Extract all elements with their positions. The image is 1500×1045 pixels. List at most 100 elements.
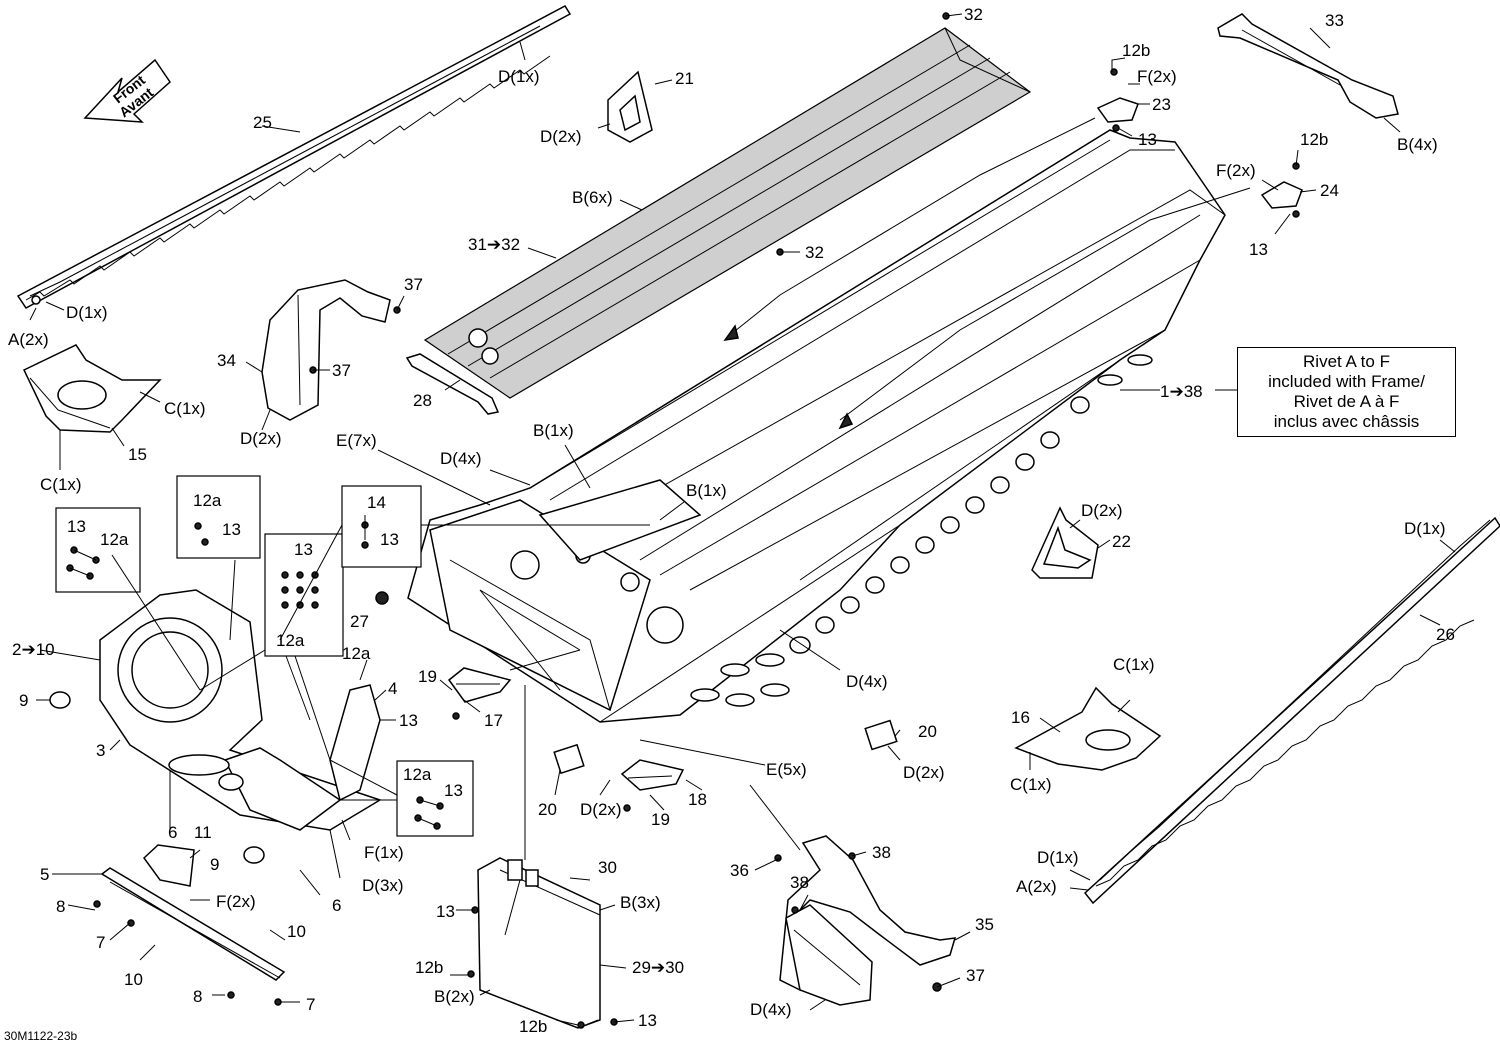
- callout-B6x: B(6x): [572, 188, 613, 207]
- callout-3: 3: [96, 741, 105, 760]
- inset-box-12a-13-a: [55, 507, 141, 593]
- callout-B1x-mid: B(1x): [686, 481, 727, 500]
- callout-12a-box-d: 12a: [403, 765, 432, 784]
- callout-F2x-top: F(2x): [1137, 67, 1177, 86]
- callout-20-right: 20: [918, 722, 937, 741]
- rail-5: [100, 867, 286, 981]
- callout-F1x: F(1x): [364, 843, 404, 862]
- callout-B4x: B(4x): [1397, 135, 1438, 154]
- callout-37-bottom: 37: [966, 966, 985, 985]
- plate-20-left: [553, 743, 585, 775]
- callout-35: 35: [975, 915, 994, 934]
- callout-12b-hx: 12b: [415, 958, 443, 977]
- callout-D1x-top: D(1x): [498, 67, 540, 86]
- callout-30: 30: [598, 858, 617, 877]
- callout-10-left: 10: [124, 970, 143, 989]
- callout-1-38: 1➔38: [1160, 382, 1203, 401]
- callout-C1x-16-bottom: C(1x): [1010, 775, 1052, 794]
- main-tunnel-frame: [407, 129, 1226, 723]
- heat-exchanger-29-30: [477, 857, 601, 1029]
- callout-37-top: 37: [404, 275, 423, 294]
- callout-33: 33: [1325, 11, 1344, 30]
- callout-10-right: 10: [287, 922, 306, 941]
- tunnel-cover-31-32: [423, 27, 1032, 399]
- callout-B3x: B(3x): [620, 893, 661, 912]
- callout-17: 17: [484, 711, 503, 730]
- callout-22: 22: [1112, 532, 1131, 551]
- callout-9-left: 9: [19, 691, 28, 710]
- callout-37-34: 37: [332, 361, 351, 380]
- callout-F2x-bottom: F(2x): [216, 892, 256, 911]
- callout-B1x-top: B(1x): [533, 421, 574, 440]
- rear-bracket-35: [779, 835, 957, 1006]
- gusset-22: [1031, 506, 1099, 579]
- inset-box-12a-13-b: [176, 475, 261, 559]
- callout-D2x-20-left: D(2x): [580, 800, 622, 819]
- callout-12b-24: 12b: [1300, 130, 1328, 149]
- callout-32-top: 32: [964, 5, 983, 24]
- callout-13-box-b: 13: [222, 520, 241, 539]
- callout-12a-box-a: 12a: [100, 530, 129, 549]
- callout-D2x-21: D(2x): [540, 127, 582, 146]
- callout-D1x-26-bottom: D(1x): [1037, 848, 1079, 867]
- grommet-9-b: [243, 846, 265, 864]
- callout-C1x-15-bottom: C(1x): [40, 475, 82, 494]
- inset-box-14-13: [341, 485, 422, 568]
- callout-13-box-d: 13: [444, 781, 463, 800]
- callout-12b-bottom: 12b: [519, 1017, 547, 1036]
- callout-27: 27: [350, 612, 369, 631]
- callout-D4x-top: D(4x): [440, 449, 482, 468]
- guard-16: [1014, 686, 1162, 771]
- support-34: [261, 279, 391, 421]
- callout-8-bottom: 8: [193, 987, 202, 1006]
- rail-26: [1083, 516, 1500, 905]
- callout-9-bottom: 9: [210, 855, 219, 874]
- bar-28: [405, 353, 500, 415]
- callout-21: 21: [675, 69, 694, 88]
- callout-13-hx: 13: [436, 902, 455, 921]
- callout-24: 24: [1320, 181, 1339, 200]
- callout-D2x-22: D(2x): [1081, 501, 1123, 520]
- callout-D2x-34: D(2x): [240, 429, 282, 448]
- bracket-23: [1096, 68, 1139, 132]
- callout-13-23: 13: [1138, 130, 1157, 149]
- callout-11: 11: [194, 823, 212, 842]
- callout-23: 23: [1152, 95, 1171, 114]
- fasteners: [93, 12, 950, 1029]
- callout-D1x-26: D(1x): [1404, 519, 1446, 538]
- callout-6-right: 6: [332, 896, 341, 915]
- callout-4: 4: [388, 679, 397, 698]
- callout-14: 14: [367, 493, 386, 512]
- callout-31-32: 31➔32: [468, 235, 520, 254]
- callout-D4x-mid: D(4x): [846, 672, 888, 691]
- callout-13-24: 13: [1249, 240, 1268, 259]
- callout-12a-susp: 12a: [342, 644, 371, 663]
- callout-15: 15: [128, 445, 147, 464]
- rivet-note-line-2: included with Frame/: [1268, 372, 1425, 391]
- leader-lines: [29, 13, 1456, 1026]
- callout-25: 25: [253, 113, 272, 132]
- bolt-27: [375, 591, 389, 605]
- callout-38-top: 38: [872, 843, 891, 862]
- callout-B2x: B(2x): [434, 987, 475, 1006]
- rail-25: [16, 5, 572, 309]
- callout-13-susp: 13: [399, 711, 418, 730]
- drawing-code: 30M1122-23b: [4, 1029, 77, 1043]
- callout-7-right: 7: [306, 995, 315, 1014]
- callout-29-30: 29➔30: [632, 958, 684, 977]
- plate-11: [143, 844, 195, 887]
- callout-12b-top: 12b: [1122, 41, 1150, 60]
- callout-8-top: 8: [56, 897, 65, 916]
- rivet-note-line-1: Rivet A to F: [1303, 352, 1390, 371]
- plate-18: [620, 759, 685, 791]
- plate-17: [447, 667, 512, 703]
- callout-13-14: 13: [380, 530, 399, 549]
- callout-E5x: E(5x): [766, 760, 807, 779]
- frame-side-cutouts: [690, 354, 1153, 707]
- callout-2-10: 2➔10: [12, 640, 55, 659]
- callout-5: 5: [40, 865, 49, 884]
- callout-labels: 32 12b 33 F(2x) 23 21 D(1x) D(2x) 13 B(4…: [4, 5, 1455, 1043]
- callout-36: 36: [730, 861, 749, 880]
- callout-D1x-25: D(1x): [66, 303, 108, 322]
